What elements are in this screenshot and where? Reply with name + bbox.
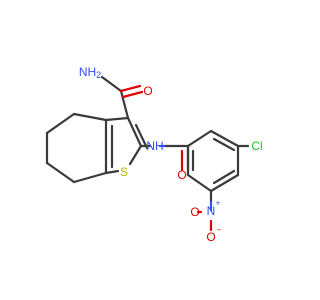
chemical-structure: NH2 O NH S O Cl N + O − O (45, 65, 263, 244)
nh-label: NH (146, 139, 163, 153)
benzamide-oxygen-label: O (177, 168, 186, 182)
nitro-o-double-label: O (190, 205, 199, 219)
thiophene-ring (104, 116, 149, 175)
cyclohexane-ring (45, 112, 108, 184)
nitro-oxygen-label: O (206, 230, 215, 244)
amide-oxygen-label: O (143, 84, 152, 98)
carboxamide-group (100, 75, 144, 120)
nitro-nitrogen-charge: + (216, 199, 221, 208)
sulfur-label: S (120, 165, 128, 179)
amide-nitrogen-label: NH2 (79, 65, 101, 80)
nitro-nitrogen-label: N (207, 204, 216, 218)
benzene-ring (186, 129, 240, 193)
chlorine-label: Cl (251, 139, 262, 153)
nitro-group (196, 189, 213, 232)
nitro-oxygen-charge: − (217, 226, 222, 235)
